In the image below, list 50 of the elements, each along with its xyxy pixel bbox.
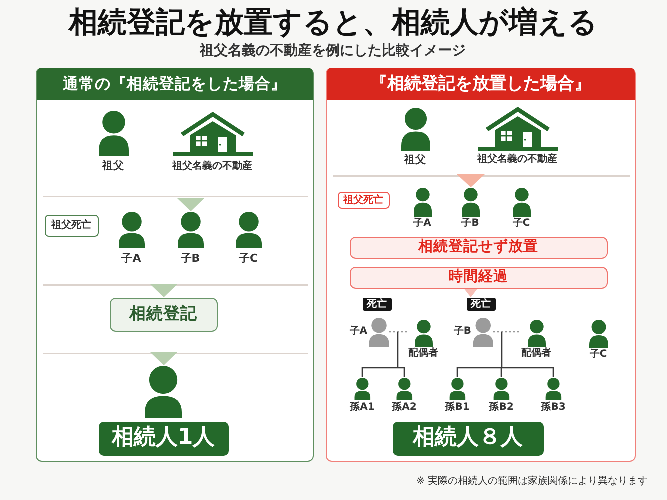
person-label: 子A	[350, 326, 368, 338]
status-tag: 死亡	[466, 298, 496, 310]
arrow	[457, 174, 485, 188]
person-label: 子C	[590, 348, 608, 360]
tree-line	[456, 367, 502, 378]
tree-line	[500, 367, 503, 378]
process-box: 相続登記せず放置	[350, 236, 608, 258]
diagram-title: 相続登記を放置すると、相続人が増える	[69, 4, 598, 40]
dotted-line	[390, 331, 408, 333]
tree-line	[501, 332, 503, 368]
tree-line	[398, 367, 406, 378]
tree-line	[502, 367, 554, 378]
person-label: 孫B3	[541, 402, 566, 413]
footnote: ※ 実際の相続人の範囲は家族関係により異なります	[416, 476, 648, 488]
result-box: 相続人８人	[392, 422, 544, 456]
property-label: 祖父名義の不動産	[478, 154, 558, 165]
person-label: 孫B1	[445, 402, 470, 413]
person-label: 子A	[414, 218, 432, 229]
person-label: 孫B2	[489, 402, 514, 413]
property-label: 祖父名義の不動産	[172, 160, 252, 172]
person-label: 孫A1	[350, 402, 375, 413]
arrow	[178, 198, 204, 212]
person-label: 祖父	[102, 160, 124, 172]
person-label: 孫A2	[392, 402, 417, 413]
comparison-panel	[326, 68, 636, 462]
process-box: 相続登記	[110, 298, 218, 332]
dotted-line	[494, 331, 522, 333]
person-label: 子C	[512, 218, 530, 229]
arrow	[150, 352, 178, 366]
tree-line	[362, 367, 398, 378]
panel-header: 『相続登記を放置した場合』	[327, 69, 635, 100]
result-box: 相続人1人	[98, 422, 228, 456]
person-label: 子B	[462, 218, 480, 229]
person-label: 祖父	[404, 154, 426, 166]
person-label: 子C	[238, 252, 258, 266]
arrow	[150, 284, 178, 298]
comparison-panel	[36, 68, 314, 462]
status-tag: 祖父死亡	[338, 192, 390, 208]
process-box: 時間経過	[350, 266, 608, 288]
person-label: 子B	[454, 326, 472, 338]
person-label: 子B	[180, 252, 200, 266]
person-label: 子A	[122, 252, 142, 266]
panel-header: 通常の『相続登記をした場合』	[37, 69, 313, 100]
arrow	[464, 288, 478, 298]
person-label: 配偶者	[522, 348, 552, 359]
status-tag: 死亡	[362, 298, 392, 310]
status-tag: 祖父死亡	[44, 214, 98, 236]
person-label: 配偶者	[408, 348, 438, 359]
subtitle: 祖父名義の不動産を例にした比較イメージ	[200, 43, 466, 60]
tree-line	[397, 332, 399, 368]
